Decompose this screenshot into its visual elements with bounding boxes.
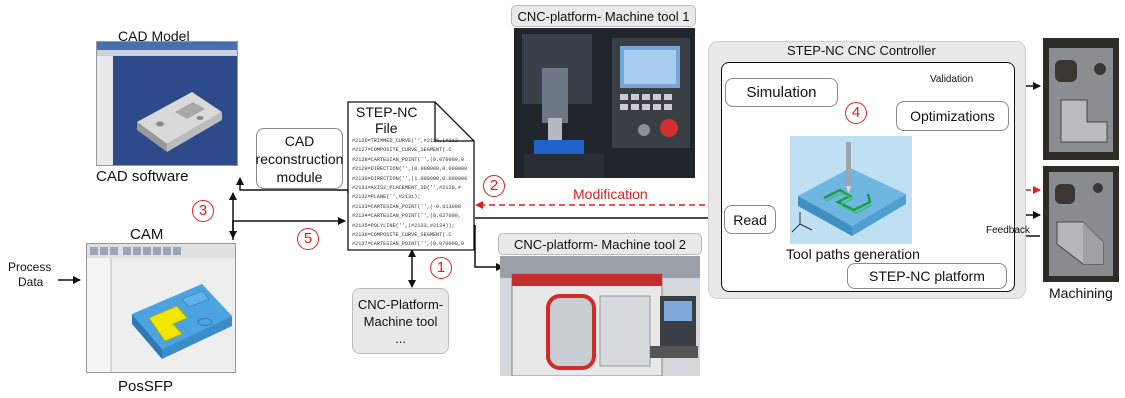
step-file-title-1: STEP-NC	[356, 104, 418, 120]
cad-model-screenshot	[96, 41, 238, 166]
read-box: Read	[724, 205, 776, 234]
code-line: #2132=PLANE('',#2131);	[352, 194, 421, 201]
generic-machine-line2: Machine tool	[363, 313, 438, 329]
code-line: #2134=CARTESIAN_POINT('',(0.027000,	[352, 213, 461, 220]
code-line: #2131=AXIS2_PLACEMENT_3D('',#2128,#	[352, 185, 461, 192]
step-nc-platform-label: STEP-NC platform	[869, 268, 985, 284]
modification-label: Modification	[573, 186, 648, 202]
axis-triad-icon	[791, 212, 813, 233]
cam-screenshot	[86, 243, 236, 373]
machine2-title-box: CNC-platform- Machine tool 2	[498, 233, 702, 255]
generic-machine-box: CNC-Platform- Machine tool ...	[352, 288, 449, 354]
step-nc-platform-box: STEP-NC platform	[847, 263, 1007, 289]
code-line: #2137=CARTESIAN_POINT('',(0.070000,0	[352, 241, 465, 248]
step-3-marker: 3	[192, 200, 214, 222]
simulation-box: Simulation	[725, 78, 838, 107]
toolpaths-label: Tool paths generation	[786, 246, 920, 262]
optimizations-box: Optimizations	[896, 101, 1009, 131]
simulation-label: Simulation	[746, 83, 817, 101]
machine2-title: CNC-platform- Machine tool 2	[514, 236, 686, 252]
code-line: #2129=DIRECTION('',(0.000000,0.000000	[352, 166, 468, 173]
optimizations-label: Optimizations	[910, 108, 995, 124]
code-line: #2135=POLYLINE('',(#2133,#2134));	[352, 222, 455, 229]
code-line: #2130=DIRECTION('',(1.000000,0.000000	[352, 175, 468, 182]
machine1-photo	[514, 28, 695, 178]
step-file-title-2: File	[375, 120, 398, 136]
generic-machine-line3: ...	[395, 330, 406, 346]
code-line: #2126=TRIMMED_CURVE('',#2125,(#212	[352, 138, 458, 144]
machining-label: Machining	[1049, 285, 1113, 301]
code-line: #2127=COMPOSITE_CURVE_SEGMENT(.C	[352, 147, 452, 154]
arrow-cam-step	[232, 217, 346, 240]
code-line: #2136=COMPOSITE_CURVE_SEGMENT(.C	[352, 232, 452, 239]
machined-part-photo-1	[1043, 38, 1119, 160]
possfp-label: PosSFP	[118, 378, 174, 395]
arrow-step-machine2	[474, 225, 504, 271]
step-4-marker: 4	[845, 102, 867, 124]
read-label: Read	[733, 211, 767, 228]
code-line: #2128=CARTESIAN_POINT('',(0.070000,0	[352, 156, 465, 163]
cad-recon-line3: module	[276, 168, 323, 185]
cad-software-label: CAD software	[96, 168, 189, 185]
validation-label: Validation	[930, 74, 974, 85]
step-2-marker: 2	[483, 175, 505, 197]
cad-recon-line1: CAD	[284, 132, 315, 149]
toolpath-render	[790, 136, 912, 244]
cad-model-title: CAD Model	[118, 28, 190, 44]
machined-part-photo-2	[1043, 166, 1119, 282]
controller-title: STEP-NC CNC Controller	[787, 43, 936, 58]
cad-reconstruction-module: CAD reconstruction module	[256, 128, 343, 189]
step-file-code: #2126=TRIMMED_CURVE('',#2125,(#212 #2127…	[352, 137, 472, 249]
step-1-marker: 1	[430, 257, 452, 279]
machine1-title-box: CNC-platform- Machine tool 1	[511, 5, 696, 27]
code-line: #2133=CARTESIAN_POINT('',(-0.013000	[352, 203, 461, 210]
machine2-photo	[500, 256, 700, 376]
process-data-line1: Process	[8, 260, 52, 274]
step-5-marker: 5	[297, 228, 319, 250]
generic-machine-line1: CNC-Platform-	[357, 296, 444, 312]
cam-title: CAM	[130, 226, 164, 243]
step-file-document-icon	[347, 101, 475, 251]
cad-recon-line2: reconstruction	[255, 150, 344, 167]
feedback-label: Feedback	[986, 225, 1030, 236]
machine1-title: CNC-platform- Machine tool 1	[517, 8, 690, 24]
process-data-line2: Data	[18, 275, 44, 289]
